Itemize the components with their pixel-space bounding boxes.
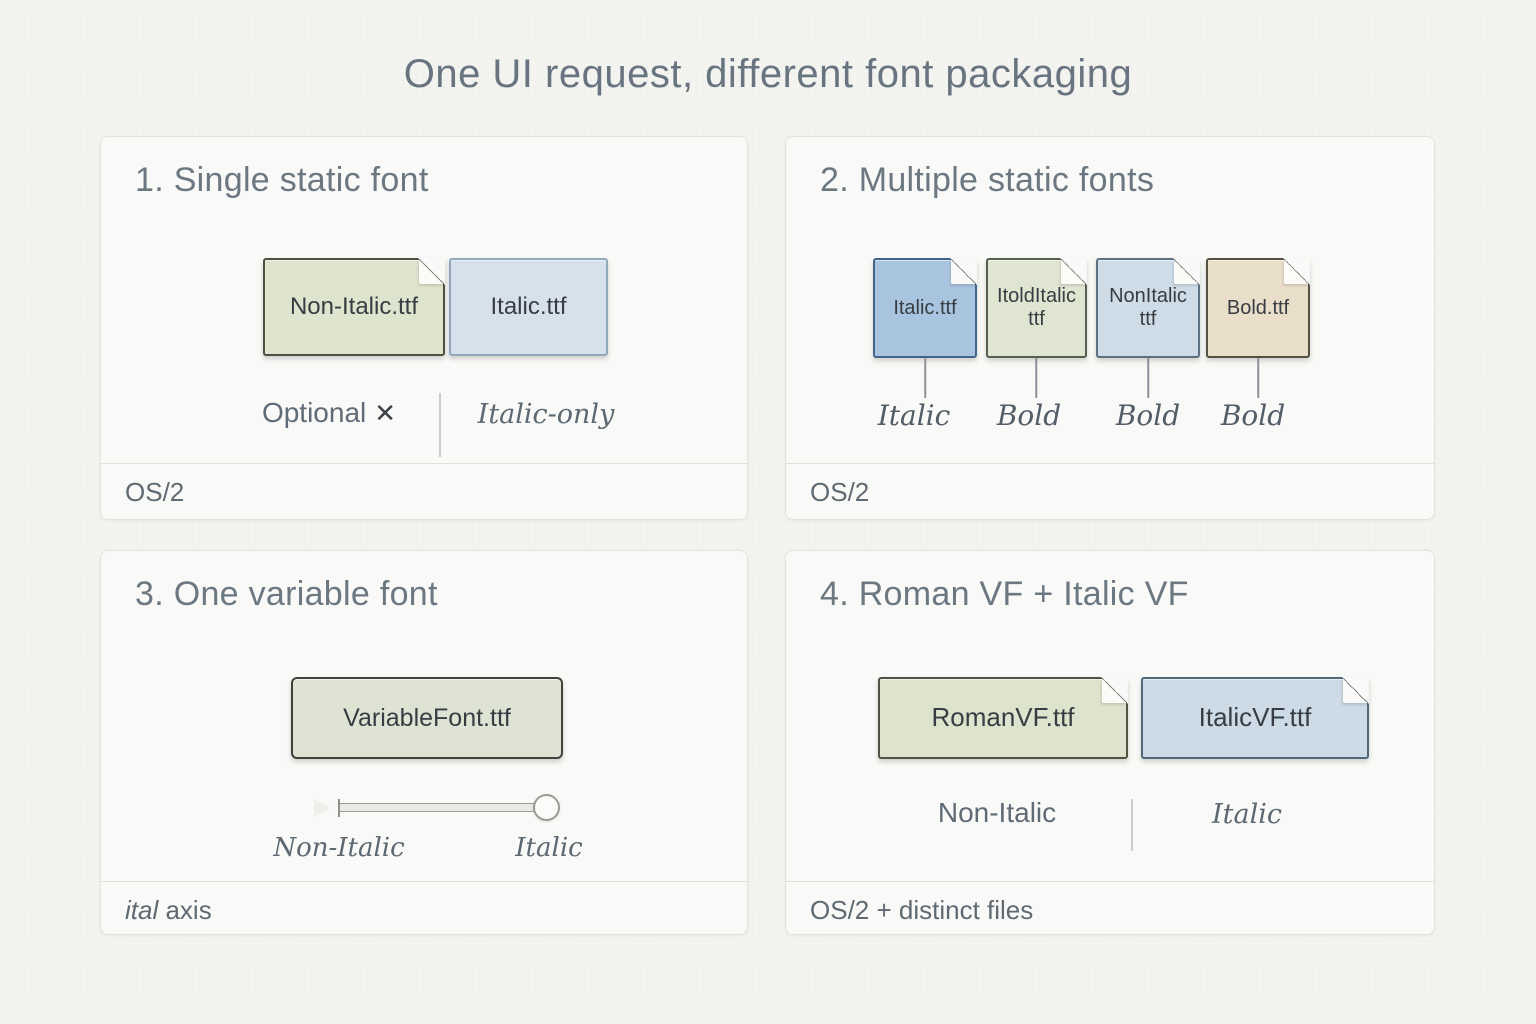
connector-line	[1147, 358, 1149, 398]
file-name: Italic.ttf	[490, 293, 566, 321]
panel-1-heading: 1. Single static font	[135, 161, 429, 200]
caption-italic: Italic	[1212, 799, 1282, 830]
folded-corner-icon	[1343, 677, 1369, 703]
folded-corner-icon	[1284, 258, 1310, 284]
panel-multiple-static-fonts: 2. Multiple static fonts Italic.ttf Itol…	[785, 136, 1435, 520]
panel-4-footer: OS/2 + distinct files	[810, 895, 1033, 926]
file-variablefont-ttf: VariableFont.ttf	[291, 677, 563, 759]
folded-corner-icon	[951, 258, 977, 284]
file-nonitalic-ttf: NonItalic ttf	[1096, 258, 1200, 358]
panel-2-footer: OS/2	[810, 477, 869, 508]
slider-label-italic: Italic	[515, 833, 582, 863]
panel-3-heading: 3. One variable font	[135, 575, 438, 614]
file-name: Bold.ttf	[1227, 297, 1289, 320]
footer-divider	[101, 463, 747, 464]
caption-optional: Optional ✕	[262, 397, 396, 429]
panel-roman-vf-italic-vf: 4. Roman VF + Italic VF RomanVF.ttf Ital…	[785, 550, 1435, 935]
file-name: Non-Italic.ttf	[290, 293, 418, 321]
folded-corner-icon	[1102, 677, 1128, 703]
folded-corner-icon	[1174, 258, 1200, 284]
ital-axis-slider-knob[interactable]	[533, 794, 560, 821]
style-label-bold: Bold	[997, 399, 1061, 432]
caption-non-italic: Non-Italic	[938, 797, 1056, 829]
caption-divider	[439, 393, 441, 457]
connector-line	[1257, 358, 1259, 398]
file-italic-ttf: Italic.ttf	[449, 258, 608, 356]
connector-line	[1035, 358, 1037, 398]
folded-corner-icon	[1061, 258, 1087, 284]
slider-play-icon	[314, 799, 330, 817]
ital-axis-name: ital	[125, 895, 158, 925]
file-name: Italic.ttf	[893, 297, 956, 320]
footer-divider	[786, 881, 1434, 882]
file-italicvf-ttf: ItalicVF.ttf	[1141, 677, 1369, 759]
panel-3-footer: ital axis	[125, 895, 212, 926]
panel-single-static-font: 1. Single static font Non-Italic.ttf Ita…	[100, 136, 748, 520]
style-label-italic: Italic	[878, 399, 951, 432]
file-italic-ttf: Italic.ttf	[873, 258, 977, 358]
file-non-italic-ttf: Non-Italic.ttf	[263, 258, 445, 356]
file-name: ItalicVF.ttf	[1199, 703, 1312, 733]
style-label-bold: Bold	[1221, 399, 1285, 432]
x-mark-icon: ✕	[374, 398, 396, 428]
connector-line	[924, 358, 926, 398]
file-itolditalic-ttf: ItoldItalic ttf	[986, 258, 1087, 358]
panel-one-variable-font: 3. One variable font VariableFont.ttf No…	[100, 550, 748, 935]
file-name: NonItalic ttf	[1102, 285, 1194, 331]
panel-1-footer: OS/2	[125, 477, 184, 508]
panel-2-heading: 2. Multiple static fonts	[820, 161, 1154, 200]
footer-divider	[786, 463, 1434, 464]
footer-divider	[101, 881, 747, 882]
caption-divider	[1131, 799, 1133, 851]
file-romanvf-ttf: RomanVF.ttf	[878, 677, 1128, 759]
file-bold-ttf: Bold.ttf	[1206, 258, 1310, 358]
caption-italic-only: Italic-only	[478, 399, 615, 430]
style-label-bold: Bold	[1116, 399, 1180, 432]
panel-4-heading: 4. Roman VF + Italic VF	[820, 575, 1189, 614]
axis-word: axis	[158, 895, 211, 925]
page-title: One UI request, different font packaging	[0, 52, 1536, 97]
slider-label-non-italic: Non-Italic	[273, 833, 404, 863]
file-name: RomanVF.ttf	[931, 703, 1074, 733]
folded-corner-icon	[419, 258, 445, 284]
ital-axis-slider-track[interactable]	[339, 803, 549, 812]
file-name: VariableFont.ttf	[343, 704, 511, 733]
caption-optional-text: Optional	[262, 397, 366, 428]
file-name: ItoldItalic ttf	[992, 285, 1081, 331]
